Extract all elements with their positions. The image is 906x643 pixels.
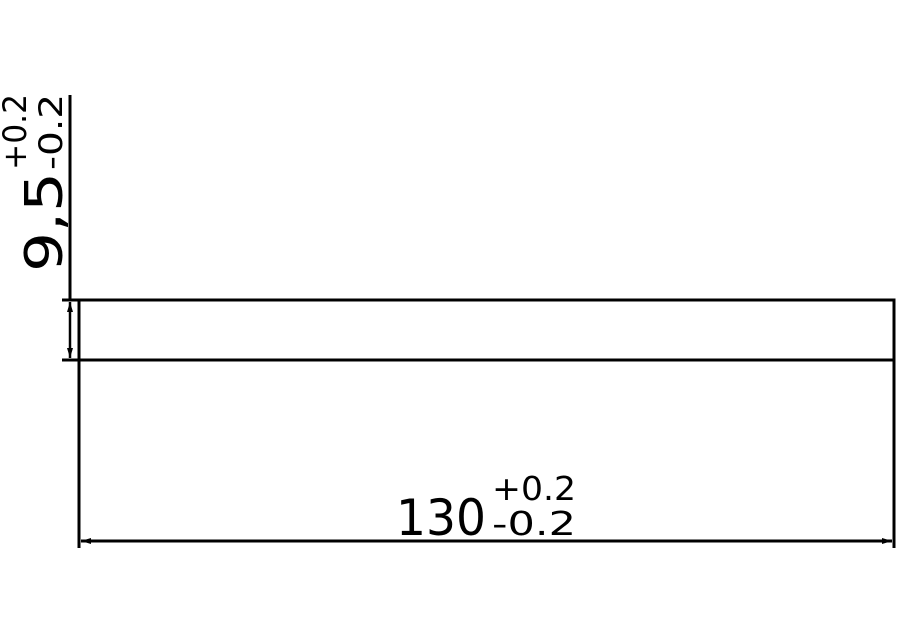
height-dimension-text: 9,5 +0.2 -0.2: [0, 94, 75, 272]
height-nominal: 9,5: [15, 172, 75, 272]
height-upper-tolerance: +0.2: [0, 94, 34, 170]
height-lower-tolerance: -0.2: [32, 94, 70, 170]
width-lower-tolerance: -0.2: [492, 504, 576, 543]
part-outline: [77, 298, 896, 362]
width-upper-tolerance: +0.2: [492, 469, 576, 508]
width-nominal: 130: [396, 489, 486, 547]
